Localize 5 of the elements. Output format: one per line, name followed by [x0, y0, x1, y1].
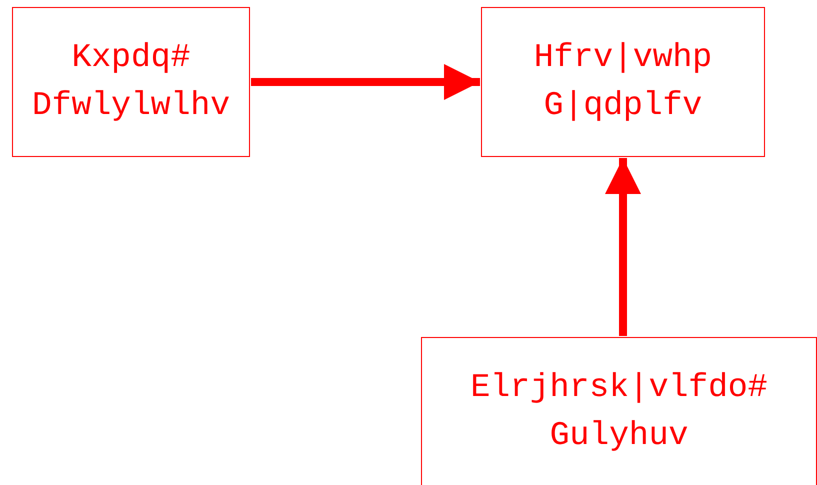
- text-box: Hfrv|vwhp G|qdplfv: [481, 7, 765, 157]
- text-box: Elrjhrsk|vlfdo# Gulyhuv: [421, 337, 817, 485]
- text-box: Kxpdq# Dfwlylwlhv: [12, 7, 250, 157]
- arrow: [251, 64, 480, 100]
- arrow: [605, 158, 641, 336]
